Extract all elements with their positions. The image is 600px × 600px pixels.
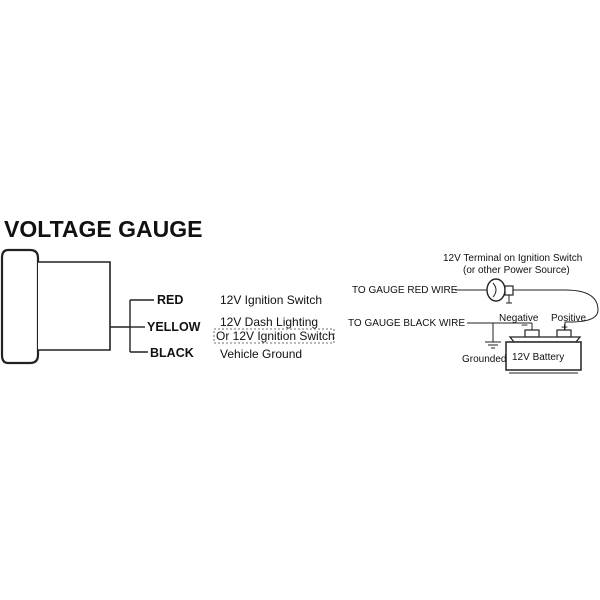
- diagram-title: VOLTAGE GAUGE: [4, 216, 203, 242]
- positive-sign: +: [561, 320, 568, 334]
- positive-loop-wire: [520, 289, 599, 330]
- ground-symbol-icon: [485, 341, 501, 349]
- negative-label: Negative: [499, 313, 539, 324]
- wire-desc-yellow-alt: Or 12V Ignition Switch: [216, 329, 335, 343]
- alt-option-dotted-box: [213, 328, 335, 344]
- wire-label-yellow: YELLOW: [147, 320, 201, 334]
- to-gauge-black-wire-label: TO GAUGE BLACK WIRE: [348, 318, 465, 329]
- gauge-body-icon: [0, 248, 111, 365]
- grounded-label: Grounded: [462, 354, 506, 365]
- ignition-terminal-icon: [486, 278, 520, 304]
- wire-desc-black: Vehicle Ground: [220, 347, 302, 361]
- to-gauge-red-wire-label: TO GAUGE RED WIRE: [352, 285, 458, 296]
- battery-label: 12V Battery: [512, 352, 564, 363]
- gauge-wire-harness: [110, 299, 154, 353]
- terminal-label-line1: 12V Terminal on Ignition Switch: [443, 253, 582, 264]
- negative-sign: −: [521, 318, 528, 332]
- positive-label: Positive: [551, 313, 586, 324]
- wire-label-red: RED: [157, 293, 183, 307]
- terminal-label-line2: (or other Power Source): [463, 265, 570, 276]
- wire-label-black: BLACK: [150, 346, 194, 360]
- wire-desc-red: 12V Ignition Switch: [220, 293, 322, 307]
- wire-desc-yellow: 12V Dash Lighting: [220, 315, 318, 329]
- battery-icon: [505, 329, 582, 374]
